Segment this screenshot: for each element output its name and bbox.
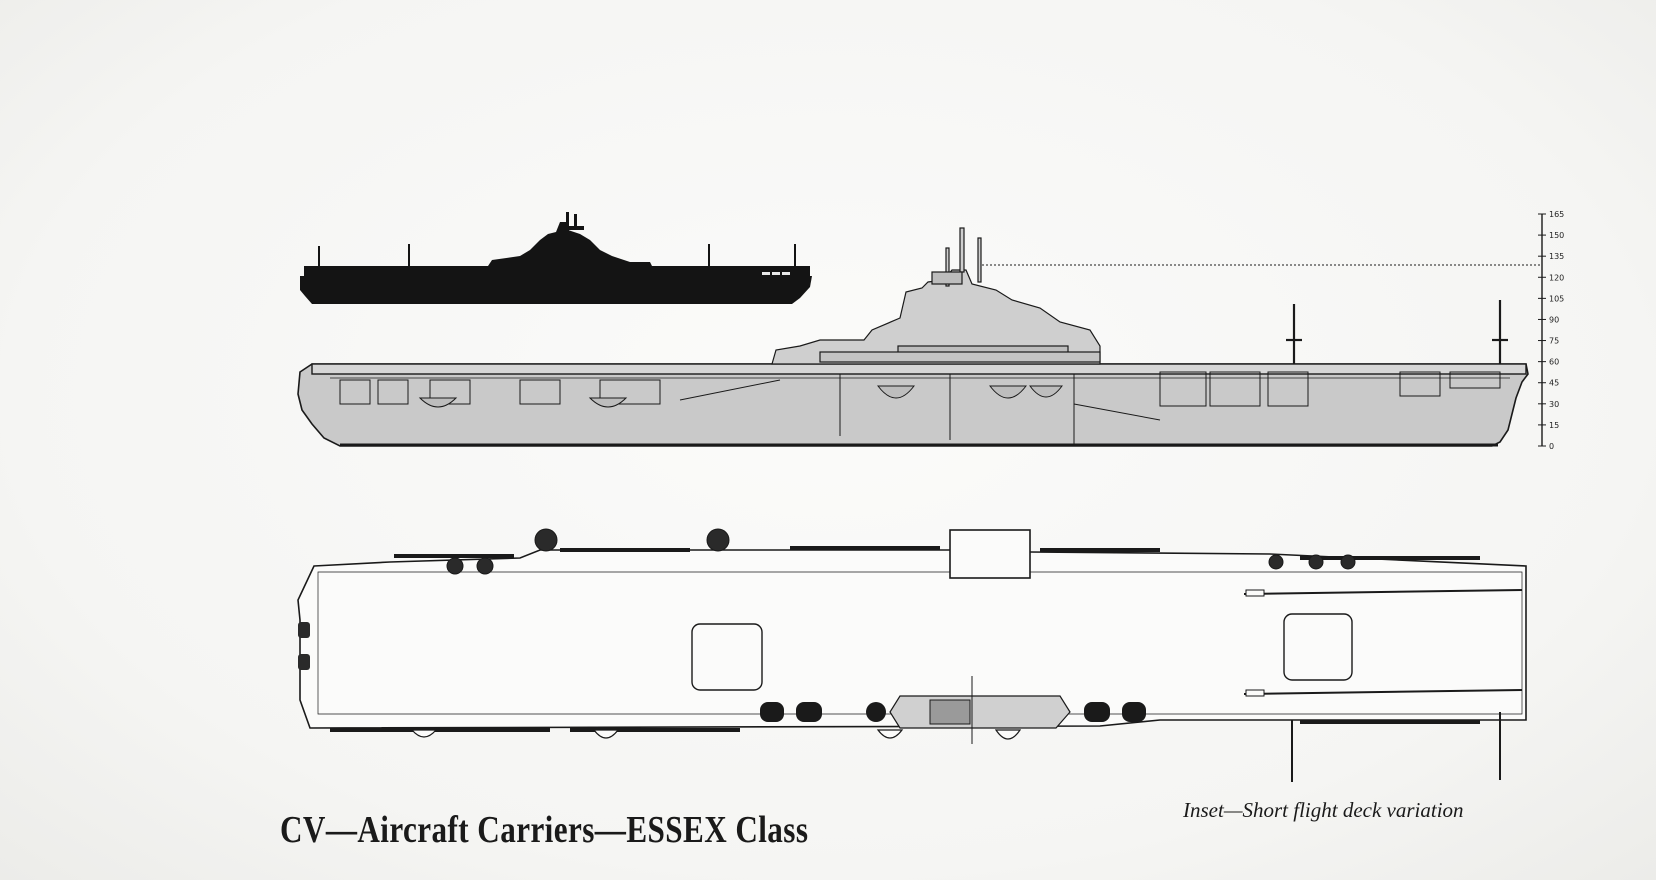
scale-tick-label: 45 (1549, 379, 1559, 388)
plan-view (297, 528, 1527, 782)
scale-tick-label: 15 (1549, 421, 1559, 430)
scale-tick-label: 165 (1549, 210, 1564, 219)
scale-tick-label: 120 (1549, 273, 1564, 282)
scale-tick-label: 90 (1549, 315, 1559, 324)
scale-tick-label: 60 (1549, 358, 1559, 367)
side-elevation (297, 227, 1542, 447)
scale-tick-label: 135 (1549, 252, 1564, 261)
page-title: CV—Aircraft Carriers—ESSEX Class (280, 809, 809, 851)
scale-tick-label: 0 (1549, 442, 1554, 451)
scale-tick-label: 75 (1549, 337, 1559, 346)
scale-tick-label: 150 (1549, 231, 1564, 240)
scale-tick-label: 30 (1549, 400, 1559, 409)
scale-tick-label: 105 (1549, 294, 1564, 303)
inset-silhouette (300, 212, 812, 304)
inset-caption: Inset—Short flight deck variation (1183, 798, 1464, 822)
